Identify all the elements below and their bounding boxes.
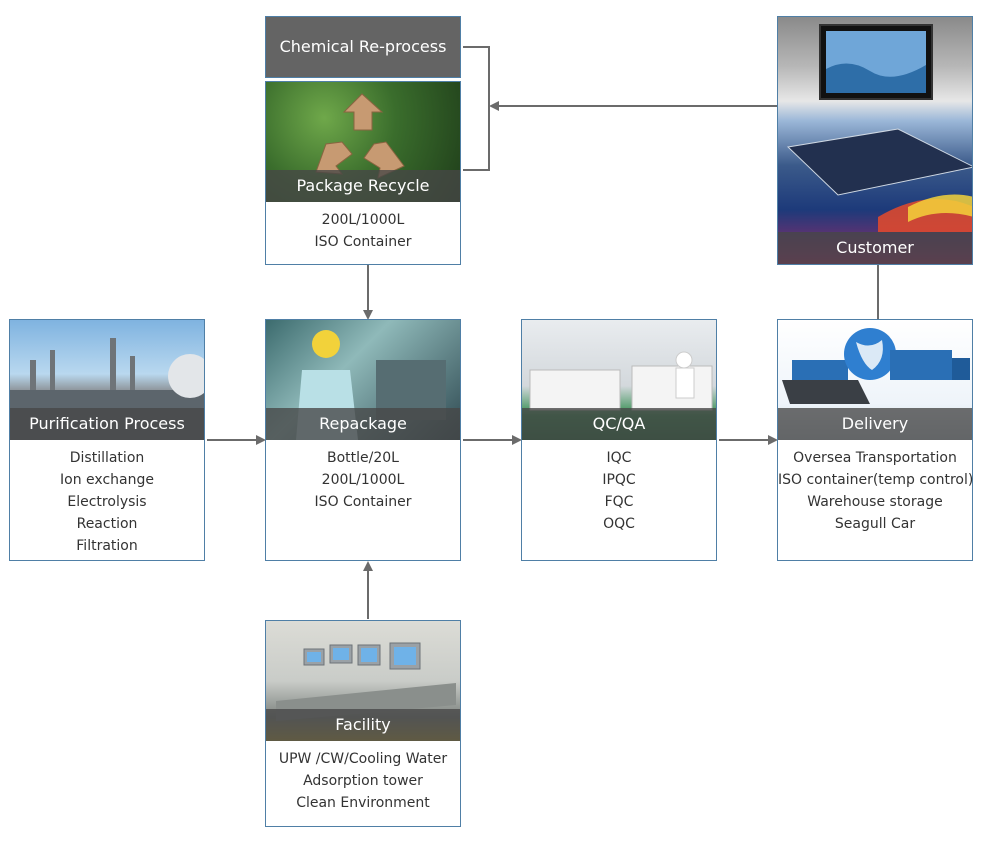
customer-caption: Customer: [778, 232, 972, 264]
purification-photo: Purification Process: [10, 320, 204, 440]
node-purification-process: Purification Process Distillation Ion ex…: [9, 319, 205, 561]
recycle-items: 200L/1000L ISO Container: [266, 202, 460, 253]
reprocess-title: Chemical Re-process: [279, 37, 447, 56]
node-delivery: Delivery Oversea Transportation ISO cont…: [777, 319, 973, 561]
node-qcqa: QC/QA IQC IPQC FQC OQC: [521, 319, 717, 561]
delivery-items: Oversea Transportation ISO container(tem…: [778, 440, 974, 535]
qcqa-items: IQC IPQC FQC OQC: [522, 440, 716, 535]
recycle-caption: Package Recycle: [266, 170, 460, 202]
customer-photo: Customer: [778, 17, 972, 264]
list-item: Ion exchange: [60, 472, 154, 488]
list-item: Reaction: [76, 516, 138, 532]
delivery-photo: Delivery: [778, 320, 972, 440]
node-chemical-reprocess: Chemical Re-process: [265, 16, 461, 78]
node-customer: Customer: [777, 16, 973, 265]
recycle-photo: Package Recycle: [266, 82, 460, 202]
list-item: OQC: [603, 516, 635, 532]
list-item: FQC: [604, 494, 634, 510]
qcqa-photo: QC/QA: [522, 320, 716, 440]
facility-caption: Facility: [266, 709, 460, 741]
list-item: ISO Container: [314, 234, 412, 250]
list-item: Adsorption tower: [303, 773, 423, 789]
delivery-caption: Delivery: [778, 408, 972, 440]
list-item: UPW /CW/Cooling Water: [278, 751, 448, 767]
list-item: 200L/1000L: [321, 212, 405, 228]
list-item: Electrolysis: [67, 494, 147, 510]
list-item: Distillation: [69, 450, 145, 466]
facility-photo: Facility: [266, 621, 460, 741]
list-item: IQC: [606, 450, 632, 466]
repackage-caption: Repackage: [266, 408, 460, 440]
repackage-photo: Repackage: [266, 320, 460, 440]
list-item: Bottle/20L: [327, 450, 399, 466]
repackage-items: Bottle/20L 200L/1000L ISO Container: [266, 440, 460, 513]
list-item: Clean Environment: [296, 795, 430, 811]
list-item: 200L/1000L: [321, 472, 405, 488]
node-repackage: Repackage Bottle/20L 200L/1000L ISO Cont…: [265, 319, 461, 561]
customer-products-icon: [786, 24, 972, 232]
purification-caption: Purification Process: [10, 408, 204, 440]
list-item: Seagull Car: [834, 516, 916, 532]
purification-items: Distillation Ion exchange Electrolysis R…: [10, 440, 204, 557]
transport-icon: [782, 328, 970, 404]
bracket-reprocess-recycle: [463, 46, 490, 171]
qcqa-caption: QC/QA: [522, 408, 716, 440]
node-facility: Facility UPW /CW/Cooling Water Adsorptio…: [265, 620, 461, 827]
node-package-recycle: Package Recycle 200L/1000L ISO Container: [265, 81, 461, 265]
list-item: Oversea Transportation: [793, 450, 957, 466]
list-item: ISO Container: [314, 494, 412, 510]
list-item: Warehouse storage: [807, 494, 943, 510]
list-item: IPQC: [602, 472, 636, 488]
list-item: ISO container(temp control): [778, 472, 974, 488]
list-item: Filtration: [76, 538, 138, 554]
facility-items: UPW /CW/Cooling Water Adsorption tower C…: [266, 741, 460, 814]
